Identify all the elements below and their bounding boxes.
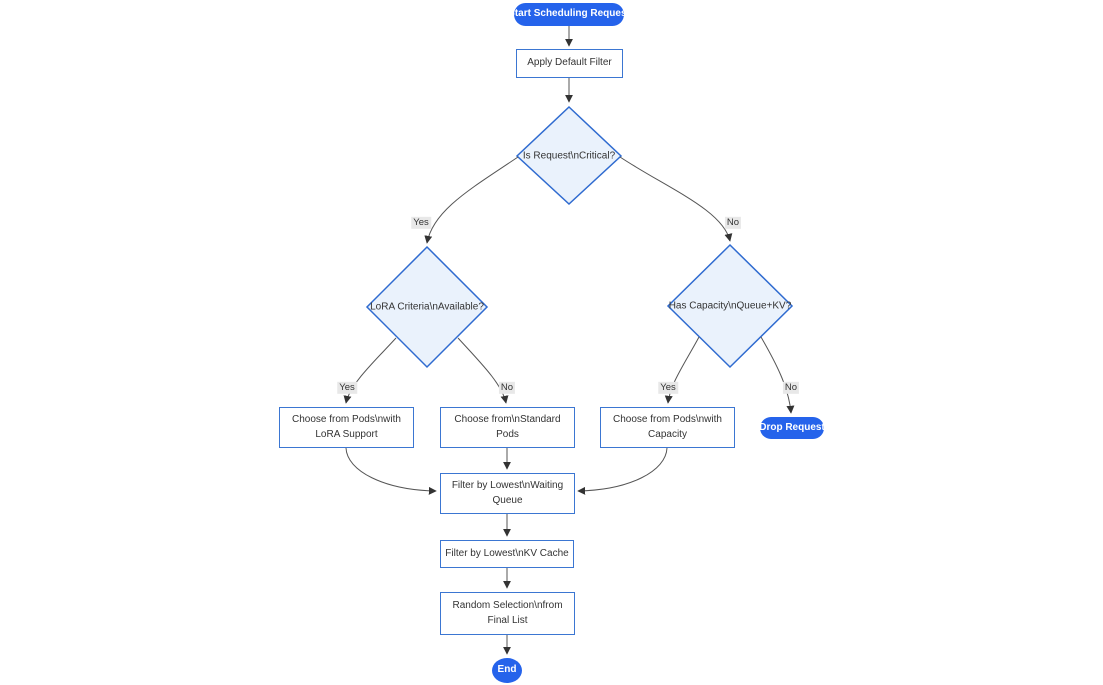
- node-choose-standard-pods: Choose from\nStandard Pods: [440, 407, 575, 448]
- edge-label-lora-yes: Yes: [337, 381, 357, 395]
- node-apply-default-filter: Apply Default Filter: [516, 49, 623, 78]
- edge-critical-no-to-capacity: [619, 156, 733, 242]
- edge-label-lora-no: No: [498, 381, 516, 395]
- node-choose-pods-capacity: Choose from Pods\nwith Capacity: [600, 407, 735, 448]
- node-filter-waiting-queue: Filter by Lowest\nWaiting Queue: [440, 473, 575, 514]
- node-has-capacity-queue-kv: Has Capacity\nQueue+KV?: [668, 300, 792, 312]
- node-start: Start Scheduling Request: [508, 3, 630, 26]
- node-choose-pods-lora: Choose from Pods\nwith LoRA Support: [279, 407, 414, 448]
- decision-lora-criteria-shape: [365, 245, 489, 369]
- decision-has-capacity-shape: [666, 243, 794, 369]
- edge-lora-no-to-standard-pods: [457, 337, 509, 404]
- edge-capacity-pods-to-filter-waiting: [577, 447, 668, 495]
- node-random-selection: Random Selection\nfrom Final List: [440, 592, 575, 635]
- edge-label-capacity-yes: Yes: [658, 381, 678, 395]
- edge-capacity-no-to-drop-request: [760, 336, 795, 414]
- edge-lora-yes-to-choose-lora-pods: [343, 337, 397, 404]
- edge-label-capacity-no: No: [782, 381, 800, 395]
- node-lora-criteria-available: LoRA Criteria\nAvailable?: [370, 301, 484, 313]
- edge-capacity-yes-to-choose-capacity-pods: [664, 336, 700, 404]
- decision-is-request-critical-shape: [515, 105, 623, 206]
- edge-label-critical-no: No: [724, 216, 742, 230]
- edge-label-critical-yes: Yes: [411, 216, 431, 230]
- node-drop-request: Drop Request: [759, 417, 825, 439]
- edge-critical-yes-to-lora: [424, 156, 519, 244]
- edge-lora-pods-to-filter-waiting: [345, 447, 437, 495]
- node-is-request-critical: Is Request\nCritical?: [522, 150, 616, 162]
- node-filter-kv-cache: Filter by Lowest\nKV Cache: [440, 540, 574, 568]
- node-end: End: [492, 658, 522, 683]
